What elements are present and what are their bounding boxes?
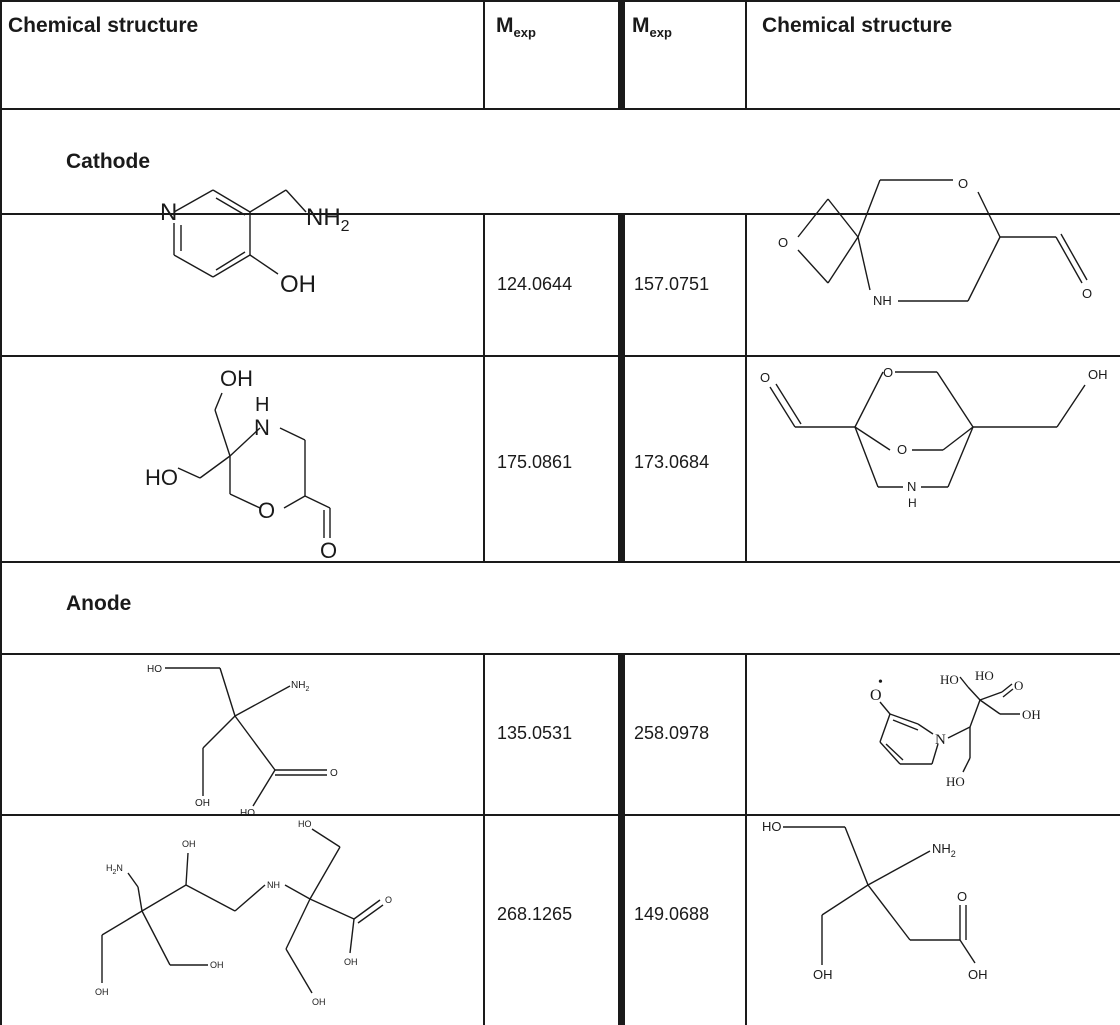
header-mexp-1-sub: exp (513, 25, 536, 40)
atom-o-aldehyde: O (1082, 286, 1092, 301)
radical-dot: • (878, 675, 883, 690)
atom-ho-acid: HO (240, 808, 255, 816)
mass-anode-1-col1: 135.0531 (497, 723, 573, 743)
structure-aminomethyl-hydroxypyridine: N NH2 OH (160, 189, 350, 298)
atom-nh-linker: NH (267, 880, 280, 890)
atom-n-pyridinium: N (935, 732, 946, 748)
atom-o-ring: O (958, 176, 968, 191)
structure-spiro-oxetane-aldehyde: O O NH O (778, 176, 1092, 308)
atom-oh: OH (1022, 707, 1040, 722)
atom-oh: OH (280, 271, 316, 298)
atom-ho-3: HO (946, 774, 965, 789)
atom-o-bridge-top: O (883, 365, 893, 380)
atom-oh-bottom: OH (813, 967, 833, 982)
header-mexp-1: Mexp (496, 14, 536, 40)
atom-n-amine: N (254, 415, 270, 440)
mass-anode-2-col1: 268.1265 (497, 904, 573, 924)
mass-anode-2-col2: 149.0688 (634, 904, 710, 924)
mass-cathode-1-col2: 157.0751 (634, 274, 710, 294)
atom-oh-acid: OH (344, 957, 358, 967)
atom-o-oxetane: O (778, 235, 788, 250)
atom-h-bridge: H (908, 496, 917, 510)
atom-h2n: H2N (106, 863, 123, 876)
row-line-anode (0, 653, 1120, 655)
atom-o-bridge-mid: O (897, 442, 907, 457)
atom-nh2: NH2 (306, 204, 350, 235)
col-divider-2-thick (618, 0, 625, 110)
table-top-border (0, 0, 1120, 2)
col-divider-3-anode (745, 653, 747, 1025)
atom-ho-1: HO (940, 672, 959, 687)
atom-o-morpholine: O (258, 498, 275, 523)
atom-n-bridge: N (907, 479, 916, 494)
structure-amino-diol-acid: HO NH2 OH O HO (147, 664, 338, 816)
col-divider-1-anode (483, 653, 485, 1025)
header-mexp-2-main: M (632, 14, 650, 37)
atom-ho-right-top: HO (298, 819, 312, 829)
header-chemical-structure-right: Chemical structure (762, 14, 953, 37)
atom-h2n-sub: 2 (113, 869, 117, 876)
structure-pyridinyl-oxy-radical: O • N HO HO O OH HO (870, 668, 1040, 789)
atom-o-aldehyde: O (760, 370, 770, 385)
atom-ho-2: HO (975, 668, 994, 683)
header-chemical-structure-left: Chemical structure (8, 14, 199, 37)
atom-ho-left: HO (145, 465, 178, 490)
row-line-cathode (0, 213, 1120, 215)
mass-cathode-1-col1: 124.0644 (497, 274, 573, 294)
mass-cathode-2-col2: 173.0684 (634, 452, 710, 472)
row-line-cathode-1 (0, 355, 1120, 357)
atom-nh2-main: NH (932, 841, 951, 856)
atom-o-carbonyl: O (385, 895, 392, 905)
section-label-anode: Anode (66, 592, 132, 615)
structure-amino-diol-butanoic-acid: HO NH2 O OH OH (762, 819, 988, 982)
atom-oh-acid: OH (968, 967, 988, 982)
atom-n: N (160, 199, 177, 226)
header-mexp-2: Mexp (632, 14, 672, 40)
col-divider-1-cathode (483, 213, 485, 563)
atom-ho-top: HO (762, 819, 782, 834)
atom-h2n-main: H (106, 863, 113, 873)
section-label-cathode: Cathode (66, 150, 150, 173)
col-divider-3-cathode (745, 213, 747, 563)
row-line-cathode-2 (0, 561, 1120, 563)
atom-ho-top: HO (147, 664, 162, 675)
atom-oh-left-bottom: OH (95, 987, 109, 997)
structure-bicyclic-hydroxymethyl-aldehyde: O O O N H OH (760, 365, 1108, 510)
atom-oh-top: OH (182, 839, 196, 849)
mass-anode-1-col2: 258.0978 (634, 723, 710, 743)
atom-nh2: NH2 (932, 841, 956, 859)
atom-h-amine: H (255, 394, 269, 416)
atom-h2n-n: N (116, 863, 123, 873)
atom-nh2: NH2 (291, 680, 309, 693)
col-divider-3 (745, 0, 747, 110)
atom-nh: NH (873, 293, 892, 308)
col-divider-2-anode (618, 653, 625, 1025)
structure-morpholine-diol-aldehyde: OH H N HO O O (145, 366, 337, 563)
atom-oh-mid: OH (210, 960, 224, 970)
atom-o-radical: O (870, 687, 882, 704)
header-mexp-1-main: M (496, 14, 514, 37)
structure-amine-linked-dimer: H2N OH NH HO O OH OH OH OH (95, 819, 392, 1007)
atom-oh-top: OH (220, 366, 253, 391)
col-divider-1 (483, 0, 485, 110)
atom-nh2-sub: 2 (305, 686, 309, 693)
atom-nh2-sub: 2 (951, 849, 956, 859)
atom-oh-bottom: OH (195, 798, 210, 809)
row-line-anode-1 (0, 814, 1120, 816)
atom-oh: OH (1088, 367, 1108, 382)
atom-o-carbonyl: O (330, 768, 338, 779)
col-divider-2-cathode (618, 213, 625, 563)
atom-nh2-main: NH (306, 204, 341, 231)
atom-o-carbonyl: O (957, 889, 967, 904)
atom-o-carbonyl: O (1014, 678, 1023, 693)
row-line-header (0, 108, 1120, 110)
atom-oh-right-bottom: OH (312, 997, 326, 1007)
header-mexp-2-sub: exp (649, 25, 672, 40)
atom-o-aldehyde: O (320, 538, 337, 563)
atom-nh2-sub: 2 (341, 218, 350, 235)
atom-nh2-main: NH (291, 680, 305, 691)
mass-cathode-2-col1: 175.0861 (497, 452, 573, 472)
table-left-border (0, 0, 2, 1025)
